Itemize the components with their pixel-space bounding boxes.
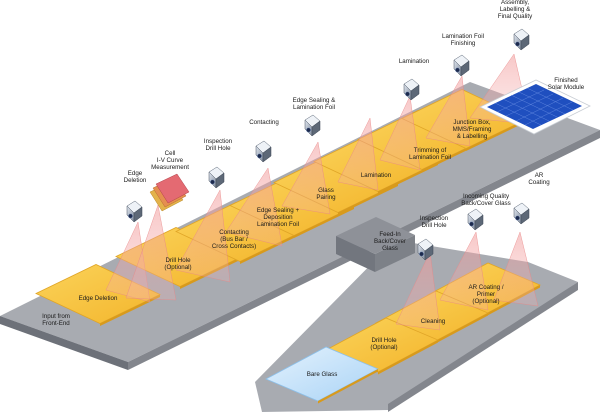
station-label-cleaning: Cleaning xyxy=(421,318,446,325)
station-label-ar-coating-primer: AR Coating /Primer(Optional) xyxy=(468,284,503,305)
camera-icon xyxy=(126,200,143,223)
camera-icon xyxy=(467,208,484,231)
station-label-drill-hole-2: Drill Hole(Optional) xyxy=(370,337,397,351)
station-label-drill-hole-1: Drill Hole(Optional) xyxy=(164,257,191,271)
station-label-junction-box: Junction Box,MMS/Framing& Labelling xyxy=(453,119,492,140)
station-label-edge-deletion: Edge Deletion xyxy=(79,295,118,302)
inspection-cameras xyxy=(126,28,530,261)
cell-stack-icon xyxy=(149,173,190,212)
inspection-beam xyxy=(337,117,379,191)
inspection-beam xyxy=(439,231,489,311)
inspection-beam xyxy=(175,189,231,283)
panel-bare-glass xyxy=(265,346,379,404)
inspection-label-assembly: Assembly,Labelling &Final Quality xyxy=(498,0,533,20)
inspection-label-lamination: Lamination xyxy=(399,58,430,65)
station-label-lamination: Lamination xyxy=(361,172,392,179)
camera-icon xyxy=(304,114,321,137)
inspection-label-edge-sealing: Edge Sealing &Lamination Foil xyxy=(293,97,337,111)
inspection-beams xyxy=(105,53,539,331)
inspection-beam xyxy=(225,167,283,247)
camera-icon xyxy=(403,78,420,101)
inspection-beam xyxy=(395,251,441,331)
connector-belt xyxy=(336,217,415,272)
camera-icon xyxy=(255,140,272,163)
camera-icon xyxy=(208,166,225,189)
inspection-beam xyxy=(125,204,177,301)
inspection-beam xyxy=(281,141,331,215)
station-label-bare-glass: Bare Glass xyxy=(307,371,338,378)
camera-icon xyxy=(453,54,470,77)
inspection-label-contacting: Contacting xyxy=(249,119,279,126)
inspection-beam xyxy=(379,95,421,171)
inspection-beam xyxy=(425,75,471,147)
camera-icon xyxy=(513,202,530,225)
inspection-beam xyxy=(493,231,539,307)
station-label-contacting: Contacting(Bus Bar /Cross Contacts) xyxy=(212,229,256,250)
camera-icon xyxy=(417,238,434,261)
camera-icon xyxy=(513,28,530,51)
finished-solar-module xyxy=(479,79,591,135)
